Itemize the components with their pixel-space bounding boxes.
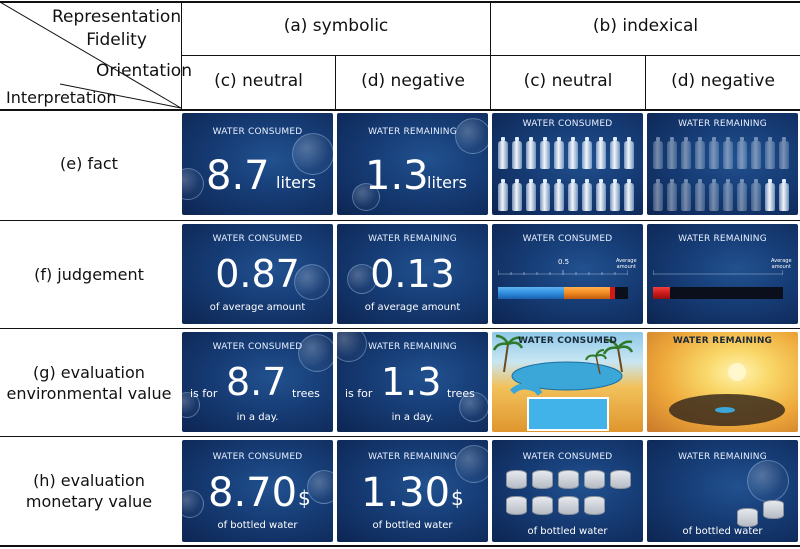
- unit: $: [451, 486, 464, 510]
- value: 0.87: [215, 252, 300, 296]
- value: 1.3: [381, 360, 442, 404]
- sub-text: of bottled water: [217, 520, 298, 531]
- scale-mark: 0.5: [558, 258, 570, 266]
- progress-fill-orange: [564, 287, 610, 299]
- sub-text: of bottled water: [527, 526, 608, 537]
- oasis-scene: [492, 334, 634, 431]
- sub-text: of bottled water: [682, 526, 763, 537]
- sub-text: in a day.: [391, 412, 434, 423]
- col-symbolic-negative: (d) negative: [361, 71, 465, 91]
- value: 0.13: [370, 252, 455, 296]
- scale-ticks: [498, 270, 628, 275]
- panel-env-indexical-neutral: WATER CONSUMED: [492, 332, 643, 432]
- header-divider-label: [181, 1, 182, 109]
- row-rule-3: [0, 436, 800, 437]
- col-indexical-negative: (d) negative: [671, 71, 775, 91]
- progress-fill-red: [610, 287, 615, 299]
- prefix-text: is for: [190, 387, 218, 400]
- panel-fact-indexical-negative: WATER REMAINING: [647, 113, 798, 215]
- panel-fact-symbolic-negative: WATER REMAINING 1.3 liters: [337, 113, 488, 215]
- unit: liters: [276, 173, 316, 192]
- panel-judgement-indexical-neutral: WATER CONSUMED 0.5 Average amount: [492, 224, 643, 324]
- col-indexical-neutral: (c) neutral: [523, 71, 613, 91]
- dry-pond-scene: [669, 363, 785, 426]
- progress-fill-red: [653, 287, 670, 299]
- panel-money-symbolic-neutral: WATER CONSUMED 8.70 $ of bottled water: [182, 440, 333, 542]
- caption: WATER REMAINING: [368, 234, 457, 244]
- caption: WATER CONSUMED: [212, 234, 303, 244]
- value: 1.3: [365, 153, 429, 199]
- prefix-text: is for: [345, 387, 373, 400]
- header-bottom-rule: [0, 109, 800, 111]
- panel-money-indexical-negative: WATER REMAINING of bottled water: [647, 440, 798, 542]
- caption: WATER REMAINING: [368, 127, 457, 137]
- sub-text: in a day.: [236, 412, 279, 423]
- panel-judgement-indexical-negative: WATER REMAINING Average amount: [647, 224, 798, 324]
- panel-judgement-symbolic-neutral: WATER CONSUMED 0.87 of average amount: [182, 224, 333, 324]
- average-label: Average amount: [616, 258, 637, 270]
- corner-diagonals: [0, 1, 182, 109]
- header-divider-fidelity: [490, 1, 491, 109]
- panel-env-symbolic-negative: WATER REMAINING is for 1.3 trees in a da…: [337, 332, 488, 432]
- col-symbolic-header: (a) symbolic: [283, 16, 389, 36]
- header-divider-sym: [335, 55, 336, 109]
- caption: WATER CONSUMED: [212, 342, 303, 352]
- table-bottom-rule: [0, 545, 800, 547]
- average-label: Average amount: [771, 258, 792, 270]
- row-rule-1: [0, 220, 800, 221]
- panel-judgement-symbolic-negative: WATER REMAINING 0.13 of average amount: [337, 224, 488, 324]
- scale-ticks: [653, 270, 783, 275]
- unit: liters: [427, 173, 467, 192]
- caption: WATER REMAINING: [678, 452, 767, 462]
- panel-money-indexical-neutral: WATER CONSUMED of bottled water: [492, 440, 643, 542]
- caption: WATER REMAINING: [678, 234, 767, 244]
- caption: WATER CONSUMED: [522, 234, 613, 244]
- suffix-text: trees: [447, 387, 475, 400]
- caption: WATER REMAINING: [672, 336, 773, 346]
- orientation-label: Orientation: [96, 61, 192, 81]
- row-label-monetary: (h) evaluation monetary value: [25, 471, 153, 511]
- value: 8.7: [226, 360, 287, 404]
- row-label-fact: (e) fact: [60, 154, 118, 173]
- value: 8.7: [206, 153, 270, 199]
- col-indexical-header: (b) indexical: [592, 16, 699, 36]
- panel-env-indexical-negative: WATER REMAINING: [647, 332, 798, 432]
- suffix-text: trees: [292, 387, 320, 400]
- caption: WATER CONSUMED: [522, 119, 613, 129]
- caption: WATER REMAINING: [368, 342, 457, 352]
- caption: WATER REMAINING: [678, 119, 767, 129]
- panel-money-symbolic-negative: WATER REMAINING 1.30 $ of bottled water: [337, 440, 488, 542]
- caption: WATER REMAINING: [368, 452, 457, 462]
- caption: WATER CONSUMED: [212, 452, 303, 462]
- unit: $: [298, 486, 311, 510]
- panel-env-symbolic-neutral: WATER CONSUMED is for 8.7 trees in a day…: [182, 332, 333, 432]
- col-symbolic-neutral: (c) neutral: [214, 71, 303, 91]
- panel-fact-indexical-neutral: WATER CONSUMED: [492, 113, 643, 215]
- interpretation-label: Interpretation: [6, 88, 117, 107]
- panel-fact-symbolic-neutral: WATER CONSUMED 8.7 liters: [182, 113, 333, 215]
- caption: WATER CONSUMED: [522, 452, 613, 462]
- progress-fill-blue: [498, 287, 564, 299]
- value: 1.30: [361, 470, 451, 516]
- caption: WATER CONSUMED: [517, 336, 618, 346]
- sub-text: of average amount: [364, 302, 461, 313]
- header-divider-idx: [645, 55, 646, 109]
- table-top-rule: [0, 1, 800, 3]
- caption: WATER CONSUMED: [212, 127, 303, 137]
- progress-track: [653, 287, 783, 299]
- row-rule-2: [0, 328, 800, 329]
- sub-text: of bottled water: [372, 520, 453, 531]
- row-label-judgement: (f) judgement: [34, 265, 144, 284]
- representation-fidelity-label: Representation Fidelity: [52, 7, 182, 50]
- row-label-environmental: (g) evaluation environmental value: [6, 363, 172, 403]
- sub-text: of average amount: [209, 302, 306, 313]
- value: 8.70: [208, 470, 298, 516]
